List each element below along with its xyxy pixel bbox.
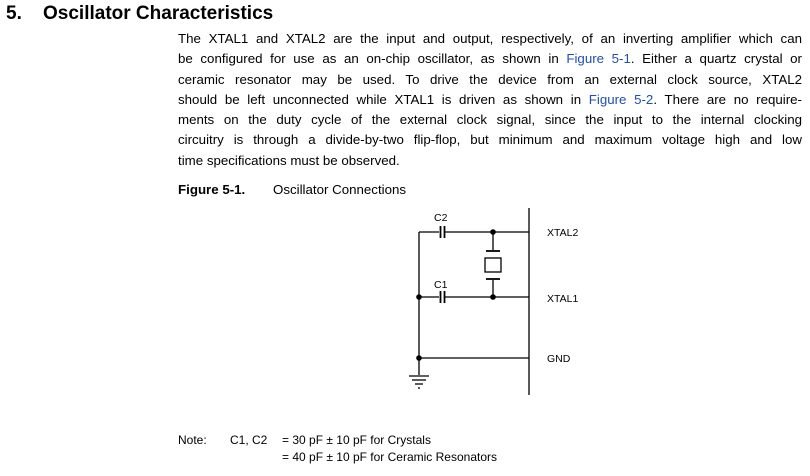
section-heading: Oscillator Characteristics	[43, 3, 274, 24]
paragraph-line: should be left unconnected while XTAL1 i…	[178, 90, 802, 110]
figure-number: Figure 5-1.	[178, 182, 246, 197]
paragraph-line: time specifications must be observed.	[178, 151, 802, 171]
figure-caption: Figure 5-1. Oscillator Connections	[178, 181, 406, 199]
paragraph-line: circuitry is through a divide-by-two fli…	[178, 130, 802, 150]
junction-dot	[416, 294, 422, 300]
gnd-label: GND	[547, 353, 571, 365]
figure-reference-link[interactable]: Figure 5-2	[588, 91, 654, 107]
figure-reference-link[interactable]: Figure 5-1	[566, 51, 631, 67]
paragraph-text: . Either a quartz crystal or	[630, 51, 802, 67]
junction-dot	[416, 355, 422, 361]
xtal1-label: XTAL1	[547, 293, 578, 305]
c1-label: C1	[434, 279, 448, 291]
c2-label: C2	[434, 212, 448, 224]
paragraph-text: should be left unconnected while XTAL1 i…	[178, 91, 589, 107]
junction-dot	[490, 229, 496, 235]
note-components: C1, C2	[230, 433, 268, 447]
body-paragraph: The XTAL1 and XTAL2 are the input and ou…	[178, 29, 802, 171]
note-line-crystals: = 30 pF ± 10 pF for Crystals	[282, 433, 431, 447]
section-title: 5. Oscillator Characteristics	[6, 2, 273, 26]
figure-title: Oscillator Connections	[273, 182, 407, 197]
paragraph-line: be configured for use as an on-chip osci…	[178, 49, 802, 69]
junction-dot	[490, 294, 496, 300]
paragraph-line: ceramic resonator may be used. To drive …	[178, 70, 802, 90]
section-number: 5.	[6, 3, 22, 24]
paragraph-text: time specifications must be observed.	[178, 152, 400, 168]
paragraph-text: ceramic resonator may be used. To drive …	[178, 71, 802, 87]
note-line-ceramic: = 40 pF ± 10 pF for Ceramic Resonators	[282, 449, 498, 464]
paragraph-text: The XTAL1 and XTAL2 are the input and ou…	[178, 31, 802, 46]
paragraph-line: ments on the duty cycle of the external …	[178, 110, 802, 130]
crystal-body	[484, 257, 502, 273]
paragraph-text: ments on the duty cycle of the external …	[178, 112, 802, 128]
paragraph-text: be configured for use as an on-chip osci…	[178, 51, 567, 67]
xtal2-label: XTAL2	[547, 227, 578, 239]
paragraph-text: circuitry is through a divide-by-two fli…	[178, 132, 802, 148]
paragraph-line: The XTAL1 and XTAL2 are the input and ou…	[178, 29, 802, 49]
note-label: Note:	[178, 433, 207, 447]
paragraph-text: . There are no require-	[653, 91, 802, 107]
